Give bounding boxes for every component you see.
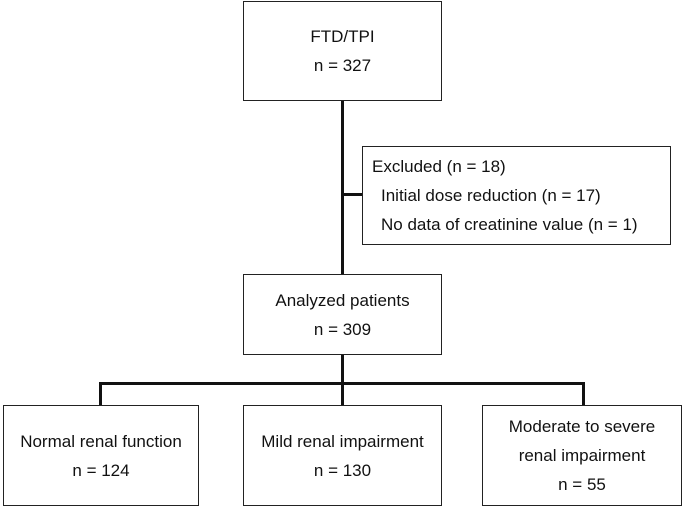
connector-analyzed-down [341, 354, 344, 384]
box-moderate-title-line2: renal impairment [518, 446, 646, 465]
box-analyzed-patients: Analyzed patients n = 309 [243, 274, 442, 355]
connector-to-normal [99, 382, 102, 406]
box-analyzed-count: n = 309 [313, 319, 372, 339]
box-normal-title: Normal renal function [20, 431, 182, 451]
box-analyzed-title: Analyzed patients [275, 290, 410, 310]
box-normal-renal: Normal renal function n = 124 [3, 405, 199, 506]
box-ftd-tpi-title: FTD/TPI [310, 27, 375, 46]
box-excluded: Excluded (n = 18) Initial dose reduction… [362, 146, 671, 245]
box-excluded-title: Excluded (n = 18) [372, 157, 506, 176]
box-mild-count: n = 130 [313, 460, 372, 480]
excluded-reason-creatinine: No data of creatinine value (n = 1) [381, 215, 638, 234]
box-moderate-severe-renal: Moderate to severe renal impairment n = … [482, 405, 682, 506]
box-normal-count: n = 124 [72, 460, 130, 480]
box-ftd-tpi-count: n = 327 [313, 56, 372, 75]
connector-to-excluded [341, 193, 363, 196]
box-mild-renal: Mild renal impairment n = 130 [243, 405, 442, 506]
excluded-reason-dose: Initial dose reduction (n = 17) [381, 186, 601, 205]
box-moderate-count: n = 55 [558, 475, 606, 494]
box-moderate-title-line1: Moderate to severe [508, 417, 656, 436]
connector-top-to-analyzed [341, 100, 344, 275]
box-mild-title: Mild renal impairment [261, 431, 424, 451]
connector-to-mild [341, 382, 344, 406]
connector-to-moderate [582, 382, 585, 406]
box-ftd-tpi: FTD/TPI n = 327 [243, 1, 442, 101]
